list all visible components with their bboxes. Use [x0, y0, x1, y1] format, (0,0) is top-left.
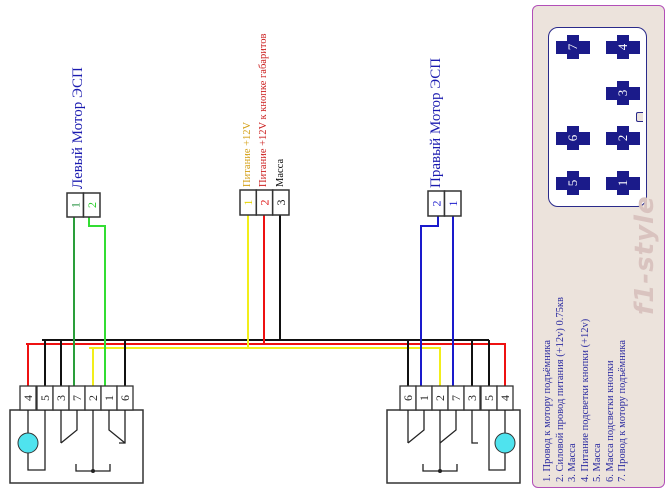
pin-legend: 1. Провод к мотору подъёмника 2. Силовой…	[542, 297, 630, 482]
legend-item: 1. Провод к мотору подъёмника	[542, 339, 553, 482]
watermark: f1-style	[630, 195, 660, 315]
switch-pin-label: 1	[417, 395, 431, 401]
power-label-12v-parking: Питание +12V к кнопке габаритов	[258, 33, 269, 187]
switch-pin-label: 3	[465, 395, 479, 401]
connector-pin-label: 3	[274, 200, 288, 206]
legend-item: 6. Масса подсветки кнопки	[604, 360, 616, 482]
switch-pivot	[91, 469, 95, 473]
pinout-pin-2: 2	[606, 126, 640, 150]
switch-pin-label: 5	[482, 395, 496, 401]
right-motor-title: Правый Мотор ЭСП	[428, 57, 444, 188]
switch-pin-label: 2	[86, 395, 100, 401]
switch-contact	[60, 410, 78, 444]
switch-contact	[471, 410, 478, 444]
connector-pin-label: 1	[241, 200, 255, 206]
switch-pin-label: 4	[498, 395, 512, 401]
pinout-pin-7: 7	[556, 35, 590, 59]
connector-pin-label: 1	[68, 202, 82, 208]
switch-pin-label: 4	[21, 395, 35, 401]
lamp-icon	[17, 432, 39, 454]
connector-pin-label: 1	[446, 201, 460, 207]
left-motor-wire-2	[88, 217, 106, 386]
switch-pin-label: 6	[118, 395, 132, 401]
connector-pin-label: 2	[258, 200, 272, 206]
legend-item: 4. Питание подсветки кнопки (+12v)	[579, 318, 591, 482]
connector-pin-label: 2	[429, 201, 443, 207]
switch-contact	[407, 410, 425, 444]
connector-key-notch	[636, 112, 643, 122]
pinout-pin-4: 4	[606, 35, 640, 59]
pinout-pin-5: 5	[556, 171, 590, 195]
power-label-12v: Питание +12V	[242, 121, 253, 187]
switch-contact	[439, 410, 457, 444]
legend-item: 5. Масса	[592, 443, 603, 482]
connector-pin-cell	[443, 190, 462, 217]
switch-pin-label: 7	[449, 395, 463, 401]
power-label-ground: Масса	[275, 158, 286, 187]
connector-pin-cell	[82, 192, 101, 218]
left-motor-title: Левый Мотор ЭСП	[70, 67, 86, 189]
switch-pin-label: 1	[102, 395, 116, 401]
pinout-pin-1: 1	[606, 171, 640, 195]
switch-contact	[108, 410, 126, 444]
switch-pivot	[438, 469, 442, 473]
switch-pin-label: 5	[38, 395, 52, 401]
legend-item: 3. Масса	[567, 443, 578, 482]
switch-pin-label: 7	[70, 395, 84, 401]
legend-item: 2. Силовой провод питания (+12v) 0.75кв	[554, 297, 566, 482]
legend-item: 7. Провод к мотору подъёмника	[617, 339, 628, 482]
switch-pin-label: 3	[54, 395, 68, 401]
pinout-pin-3: 3	[606, 81, 640, 105]
switch-pin-label: 6	[401, 395, 415, 401]
right-motor-wire-2	[420, 216, 439, 386]
connector-pin-cell	[271, 189, 290, 216]
lamp-icon	[494, 432, 516, 454]
pinout-pin-6: 6	[556, 126, 590, 150]
switch-pin-label: 2	[433, 395, 447, 401]
connector-pin-label: 2	[85, 202, 99, 208]
